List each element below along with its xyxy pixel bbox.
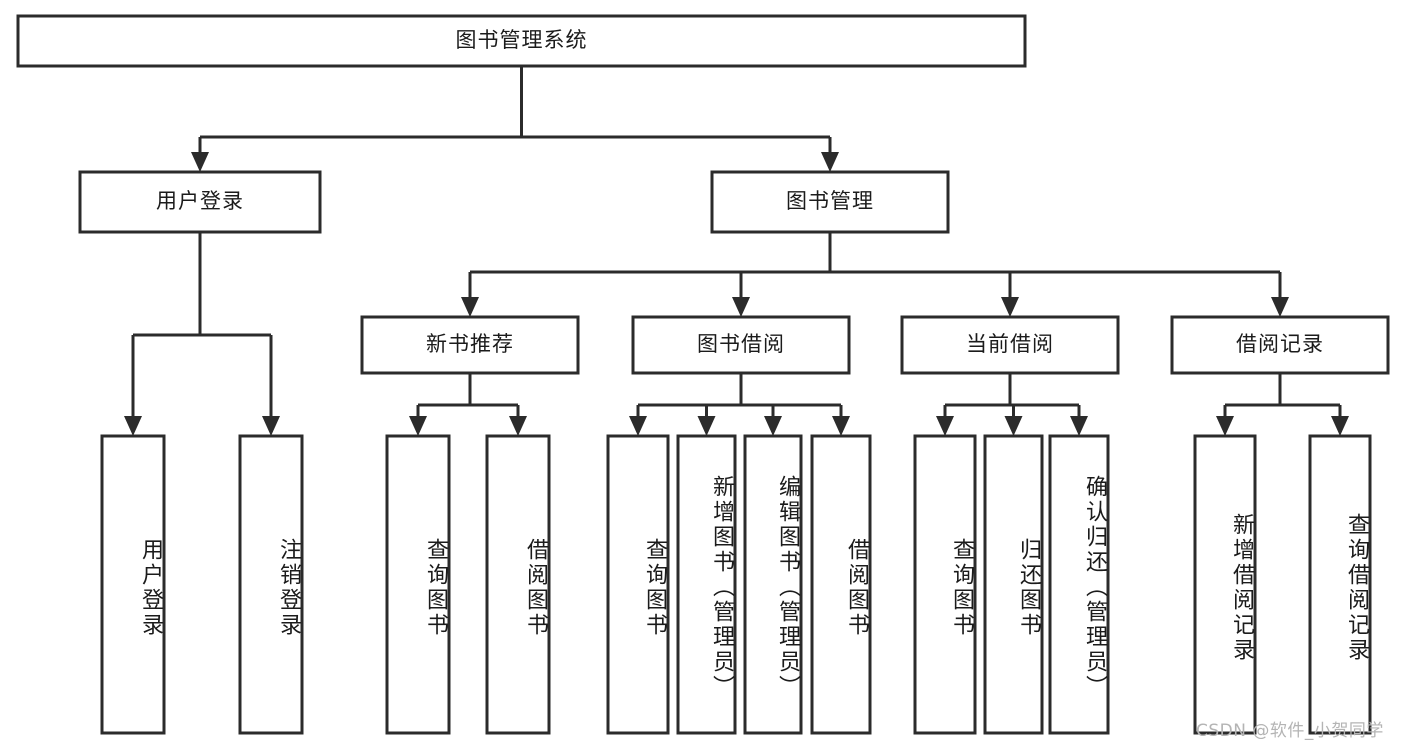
connector-layer (124, 66, 1349, 436)
node-box-layer (16, 14, 1390, 735)
watermark-text: CSDN @软件_小贺同学 (1196, 721, 1384, 741)
